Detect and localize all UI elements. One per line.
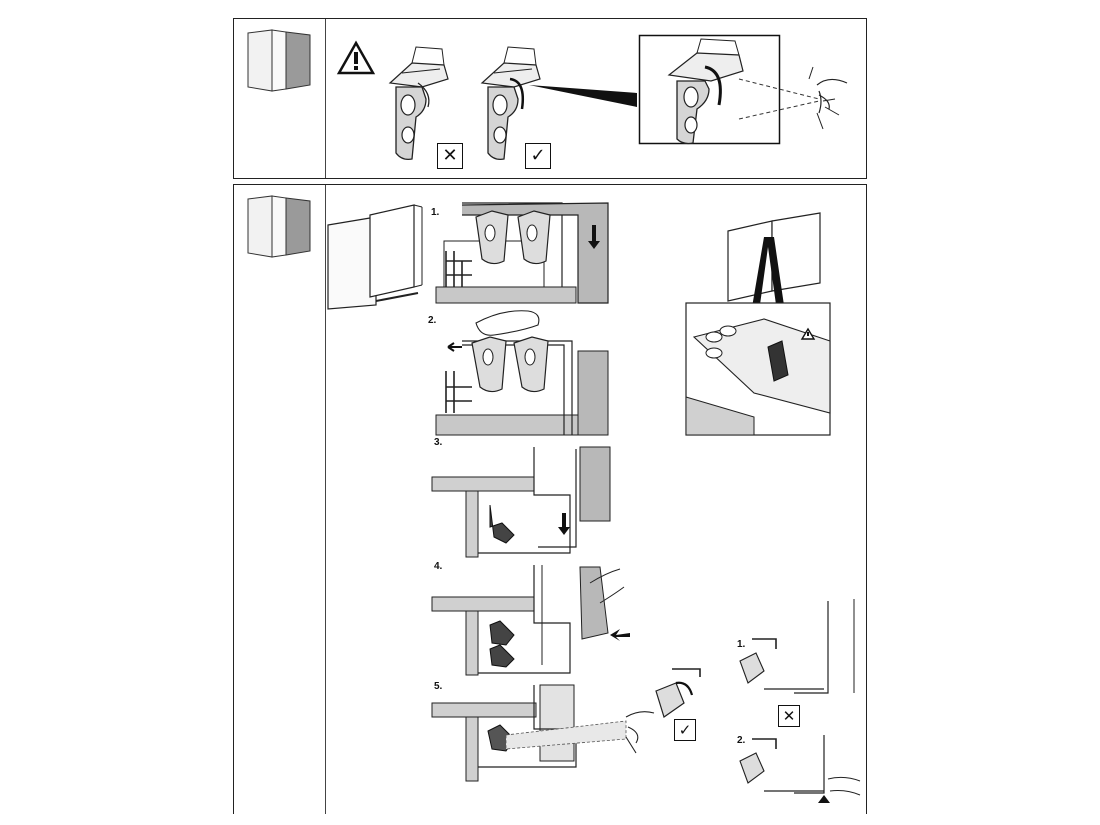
step-4-drawing [431, 565, 630, 676]
step-2-drawing [435, 310, 609, 436]
zoom-detail-box [638, 34, 781, 145]
panel-divider [325, 185, 326, 814]
zoom-wedge [529, 85, 637, 107]
wrong-mark-icon: ✕ [778, 705, 800, 727]
step-label-3: 3. [434, 437, 443, 448]
step-5-drawing [431, 684, 655, 782]
panel-divider [325, 19, 326, 178]
eye-icon [738, 66, 848, 130]
hinge-clip-drawing-correct [480, 46, 541, 161]
top-panel: ✕ ✓ [233, 18, 867, 179]
step-3-drawing [431, 446, 611, 558]
step-label-5: 5. [434, 681, 443, 692]
hinge-clip-drawing-wrong [388, 46, 449, 161]
cabinet-door-icon [247, 195, 311, 258]
warning-icon [336, 40, 376, 75]
wrong-mark-icon: ✕ [437, 143, 463, 169]
step-1-drawing [435, 202, 609, 304]
correct-mark-icon: ✓ [674, 719, 696, 741]
detail-step-label-1: 1. [737, 639, 746, 650]
bottom-panel: 1. 2. 3. 4. 5. [233, 184, 867, 814]
correct-mark-icon: ✓ [525, 143, 551, 169]
step-label-1: 1. [431, 207, 440, 218]
detail-step-1-drawing [739, 599, 855, 694]
step-label-4: 4. [434, 561, 443, 572]
hinge-clip-small-correct [655, 668, 701, 718]
detail-step-2-drawing [739, 735, 861, 803]
hinge-detail-drawing [685, 212, 831, 436]
step-label-2: 2. [428, 315, 437, 326]
detail-step-label-2: 2. [737, 735, 746, 746]
cabinet-door-icon [247, 29, 311, 92]
wardrobe-sliding-door-drawing [327, 204, 423, 310]
